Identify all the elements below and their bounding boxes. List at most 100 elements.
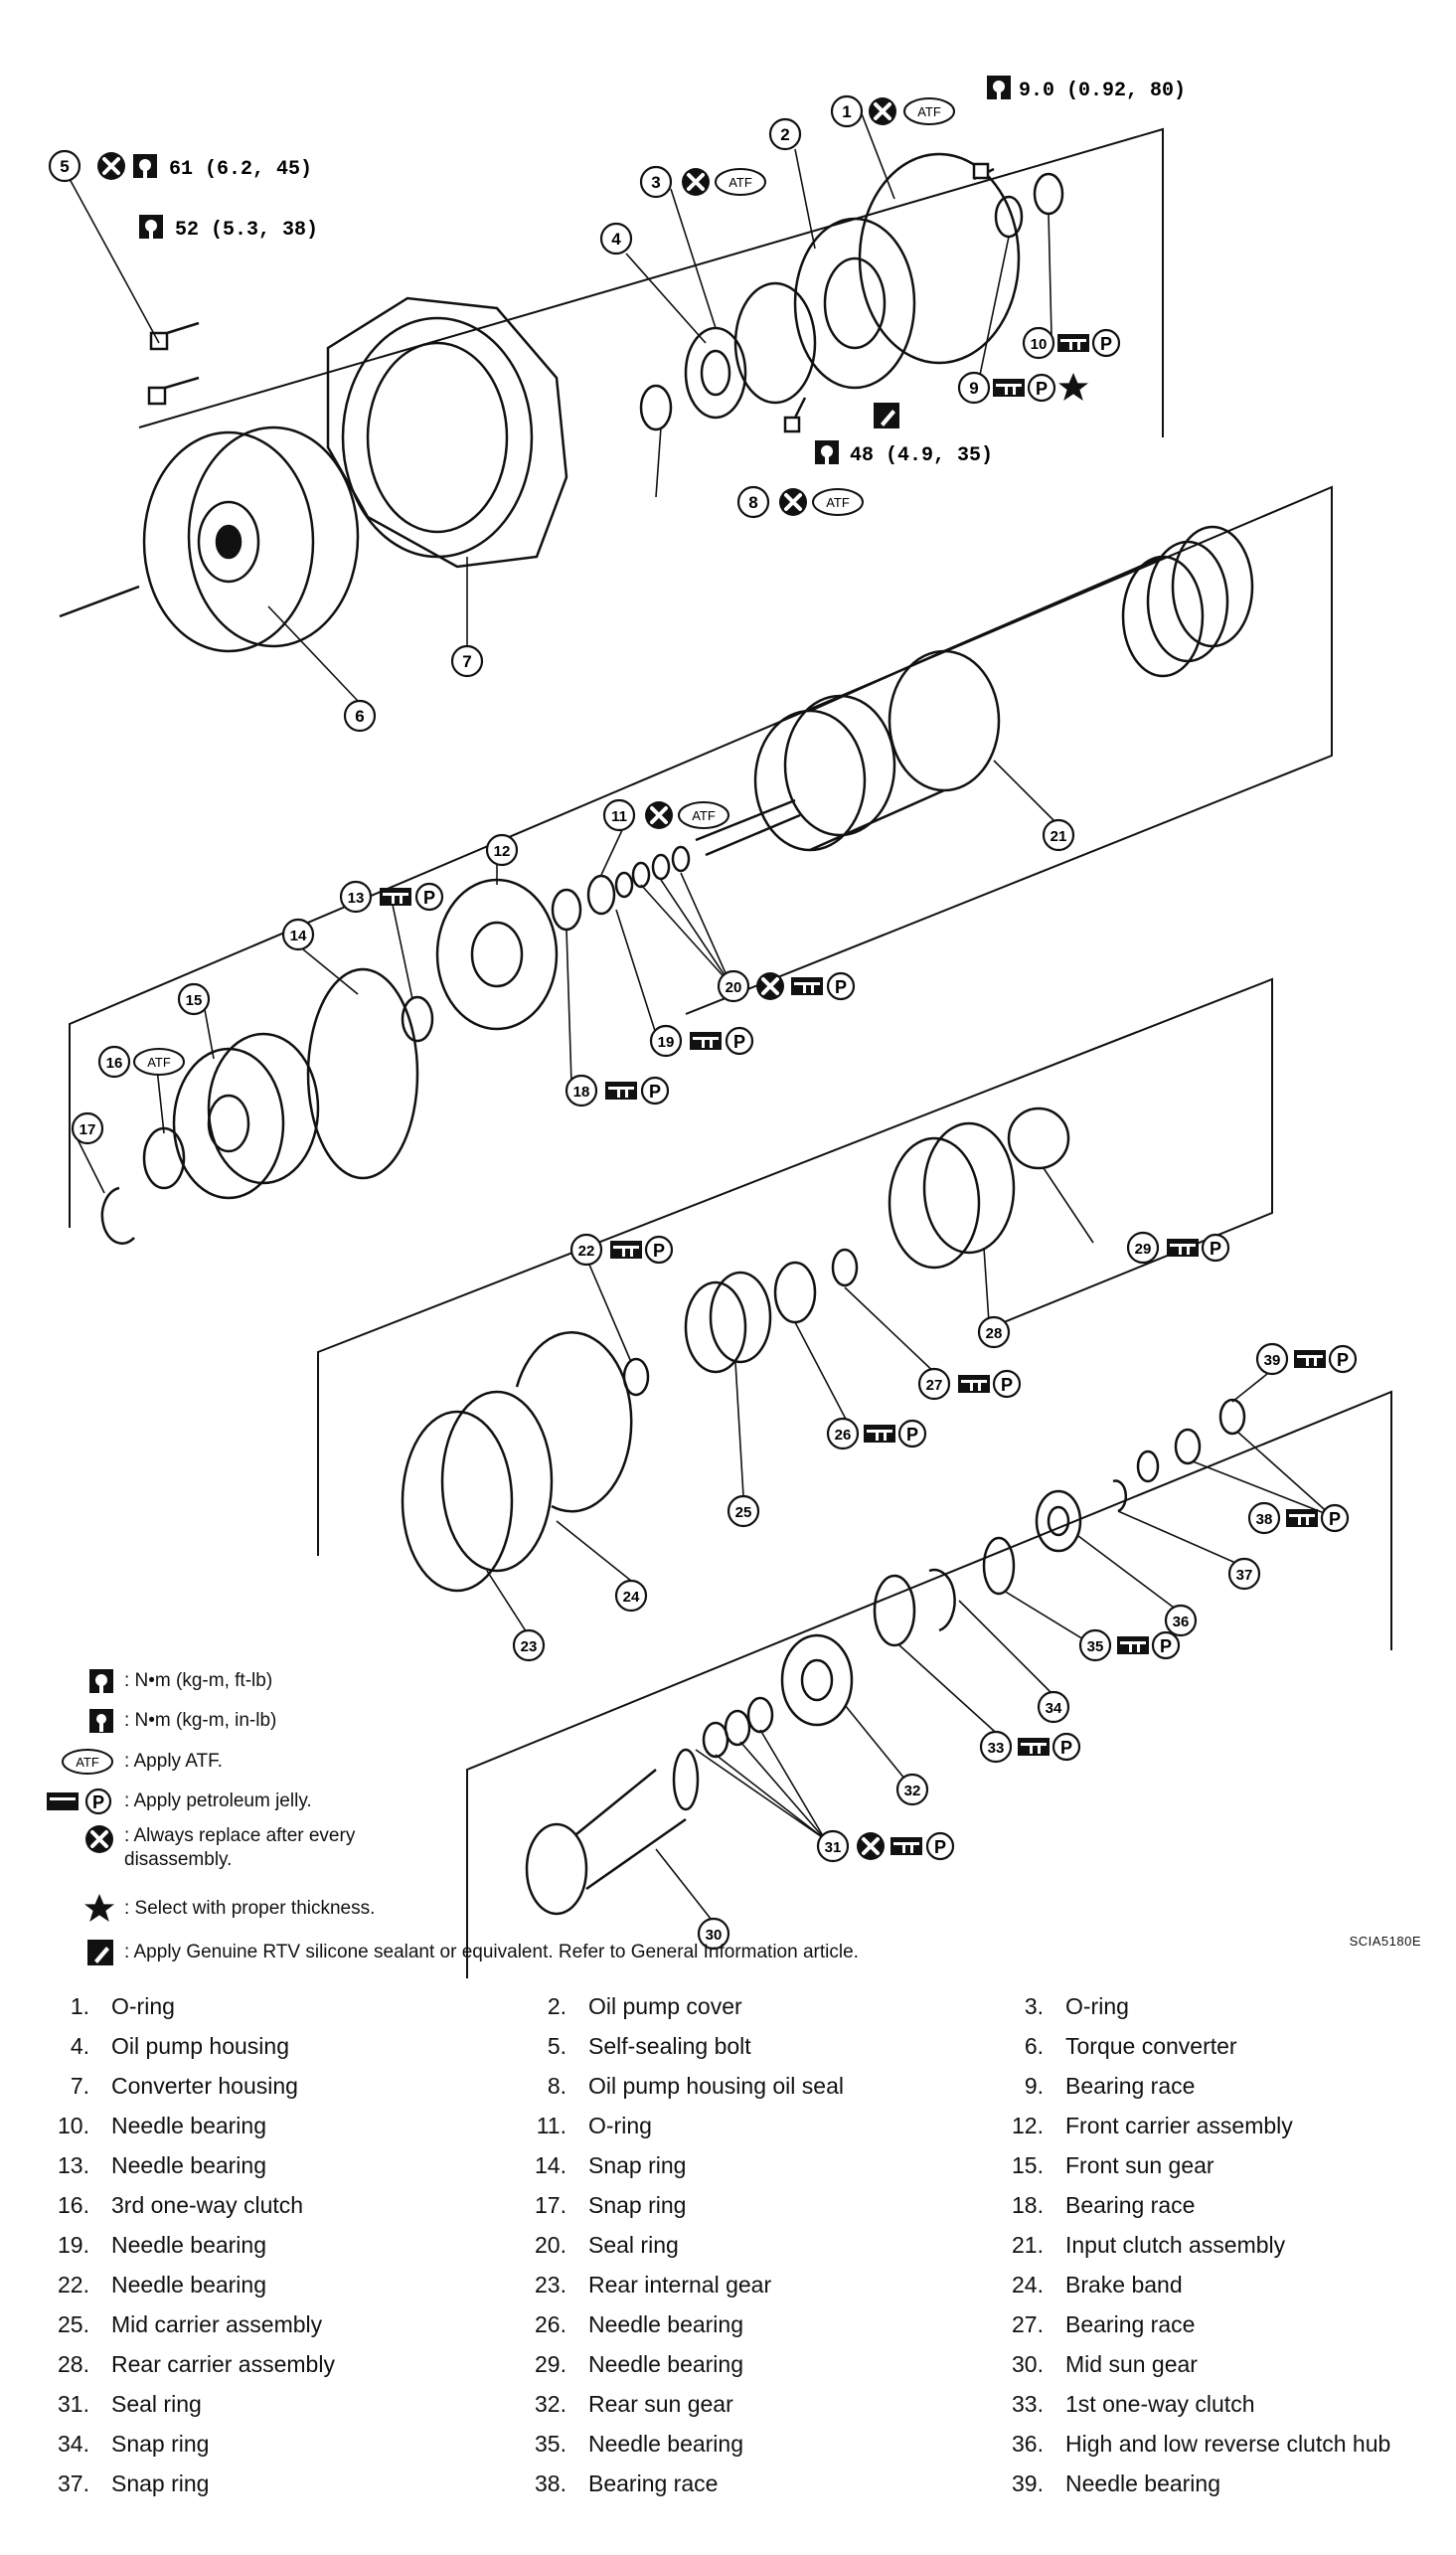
- callout-number: 38: [1256, 1511, 1273, 1528]
- part-name: O-ring: [111, 1993, 175, 2019]
- part-number: 10.: [58, 2113, 89, 2138]
- callout-number: 15: [186, 992, 203, 1009]
- callout-markers: 1234567891011121314151617181920212223242…: [48, 94, 1289, 1951]
- callout-number: 19: [658, 1034, 675, 1051]
- part-number: 12.: [1012, 2113, 1044, 2138]
- part-list-item: 25.Mid carrier assembly: [20, 2311, 322, 2338]
- part-name: Needle bearing: [111, 2113, 267, 2138]
- part-name: 3rd one-way clutch: [111, 2192, 304, 2218]
- callout-25: 25: [727, 1494, 760, 1528]
- torque-spec-5: 61 (6.2, 45): [169, 158, 312, 181]
- part-name: Snap ring: [588, 2192, 687, 2218]
- part-number: 14.: [535, 2152, 566, 2178]
- part-number: 32.: [535, 2391, 566, 2417]
- callout-number: 25: [735, 1504, 752, 1521]
- callout-37: 37: [1227, 1557, 1261, 1591]
- callout-5: 5: [48, 149, 81, 183]
- part-number: 27.: [1012, 2311, 1044, 2337]
- callout-number: 7: [462, 652, 471, 671]
- part-name: Needle bearing: [111, 2232, 267, 2258]
- part-name: Snap ring: [111, 2470, 210, 2496]
- part-number: 33.: [1012, 2391, 1044, 2417]
- part-number: 35.: [535, 2431, 566, 2457]
- part-number: 16.: [58, 2192, 89, 2218]
- callout-number: 10: [1031, 336, 1048, 353]
- callout-number: 13: [348, 890, 365, 907]
- part-name: Snap ring: [111, 2431, 210, 2457]
- callout-number: 11: [611, 808, 627, 825]
- part-name: O-ring: [588, 2113, 652, 2138]
- callout-number: 4: [611, 230, 621, 249]
- part-list-item: 14. Snap ring: [497, 2152, 686, 2179]
- svg-text:ATF: ATF: [76, 1755, 99, 1770]
- part-list-item: 26. Needle bearing: [497, 2311, 743, 2338]
- callout-29: 29: [1126, 1231, 1160, 1265]
- part-list-item: 20. Seal ring: [497, 2232, 679, 2259]
- callout-17: 17: [71, 1111, 104, 1145]
- part-number: 30.: [1012, 2351, 1044, 2377]
- part-name: Oil pump housing: [111, 2033, 289, 2059]
- legend-row-atf: ATF : Apply ATF.: [20, 1748, 223, 1776]
- callout-number: 14: [290, 928, 307, 944]
- part-number: 4.: [70, 2033, 89, 2059]
- part-number: 9.: [1024, 2073, 1044, 2099]
- part-number: 22.: [58, 2272, 89, 2298]
- part-name: 1st one-way clutch: [1065, 2391, 1255, 2417]
- annotations: 9.0 (0.92, 80) 61 (6.2, 45) 52 (5.3, 38)…: [95, 76, 1358, 1862]
- callout-number: 28: [986, 1325, 1003, 1342]
- part-number: 19.: [58, 2232, 89, 2258]
- part-number: 38.: [535, 2470, 566, 2496]
- part-list-item: 37.Snap ring: [20, 2470, 209, 2497]
- callout-number: 34: [1046, 1700, 1062, 1717]
- callout-number: 23: [521, 1638, 538, 1655]
- part-number: 17.: [535, 2192, 566, 2218]
- part-list-item: 16. 3rd one-way clutch: [20, 2192, 303, 2219]
- part-number: 20.: [535, 2232, 566, 2258]
- part-name: Rear carrier assembly: [111, 2351, 335, 2377]
- part-name: Seal ring: [588, 2232, 679, 2258]
- callout-15: 15: [177, 982, 211, 1016]
- callout-21: 21: [1042, 818, 1075, 852]
- callout-number: 8: [748, 493, 757, 512]
- legend-row-replace: : Always replace after every disassembly…: [20, 1824, 355, 1872]
- callout-18: 18: [565, 1074, 598, 1107]
- part-number: 31.: [58, 2391, 89, 2417]
- converter-housing: [326, 296, 568, 569]
- callout-32: 32: [895, 1773, 929, 1806]
- part-name: Self-sealing bolt: [588, 2033, 751, 2059]
- callout-35: 35: [1078, 1628, 1112, 1662]
- part-name: Bearing race: [1065, 2311, 1196, 2337]
- callout-38: 38: [1247, 1501, 1281, 1535]
- callout-number: 20: [726, 979, 742, 996]
- part-number: 7.: [70, 2073, 89, 2099]
- part-list-item: 33. 1st one-way clutch: [974, 2391, 1254, 2418]
- part-list-item: 32.Rear sun gear: [497, 2391, 733, 2418]
- callout-number: 37: [1236, 1567, 1253, 1584]
- part-list-item: 38.Bearing race: [497, 2470, 718, 2497]
- part-name: Torque converter: [1065, 2033, 1237, 2059]
- part-number: 26.: [535, 2311, 566, 2337]
- callout-number: 35: [1087, 1638, 1104, 1655]
- callout-number: 36: [1173, 1614, 1190, 1630]
- callout-10: 10: [1022, 326, 1055, 360]
- callout-number: 39: [1264, 1352, 1281, 1369]
- part-list-item: 18.Bearing race: [974, 2192, 1195, 2219]
- callout-33: 33: [979, 1730, 1013, 1764]
- part-list-item: 15.Front sun gear: [974, 2152, 1214, 2179]
- callout-27: 27: [917, 1367, 951, 1401]
- part-name: Converter housing: [111, 2073, 298, 2099]
- callout-22: 22: [569, 1233, 603, 1267]
- part-list-item: 5.Self-sealing bolt: [497, 2033, 751, 2060]
- callout-12: 12: [485, 833, 519, 867]
- part-list-item: 4. Oil pump housing: [20, 2033, 289, 2060]
- part-name: Mid carrier assembly: [111, 2311, 323, 2337]
- part-number: 1.: [70, 1993, 89, 2019]
- part-name: Snap ring: [588, 2152, 687, 2178]
- callout-number: 30: [706, 1927, 723, 1944]
- star-icon: [20, 1894, 114, 1924]
- part-list-item: 7. Converter housing: [20, 2073, 298, 2100]
- part-name: Needle bearing: [588, 2431, 744, 2457]
- part-list-item: 19. Needle bearing: [20, 2232, 266, 2259]
- mid-sun-gear-parts: [525, 1398, 1246, 1916]
- part-name: Needle bearing: [588, 2311, 744, 2337]
